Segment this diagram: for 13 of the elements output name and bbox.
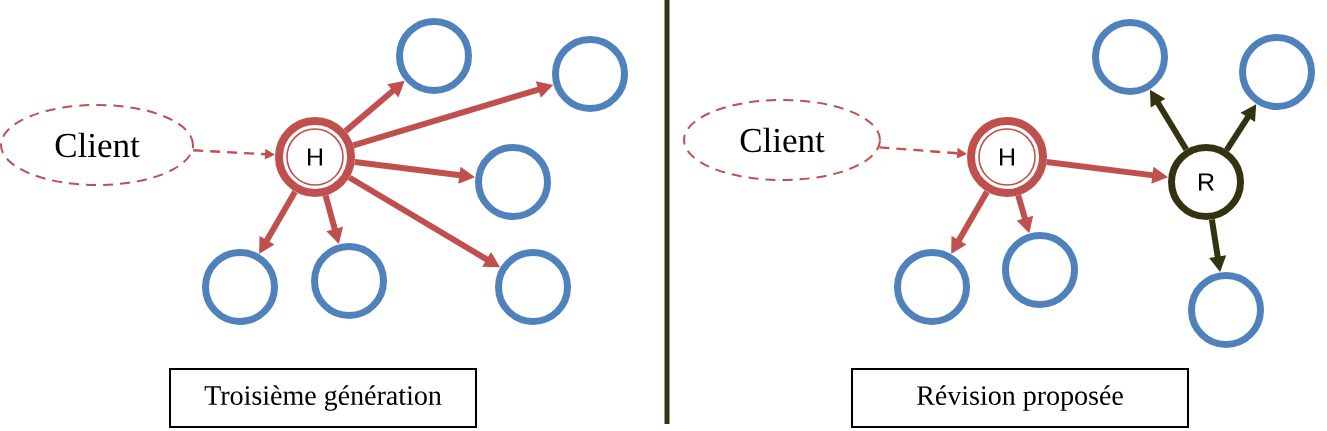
caption-box: Troisième génération [169,368,477,428]
empty-circle [552,36,628,112]
empty-circle [311,243,387,319]
empty-circle [1002,232,1078,308]
caption-box: Révision proposée [851,368,1189,428]
empty-circle [1239,34,1315,110]
empty-circle [1188,272,1264,348]
empty-circle [894,249,970,325]
empty-circle [495,249,571,325]
empty-circle [475,144,551,220]
empty-circle [396,18,472,94]
empty-circle [1092,19,1168,95]
empty-circle [202,249,278,325]
